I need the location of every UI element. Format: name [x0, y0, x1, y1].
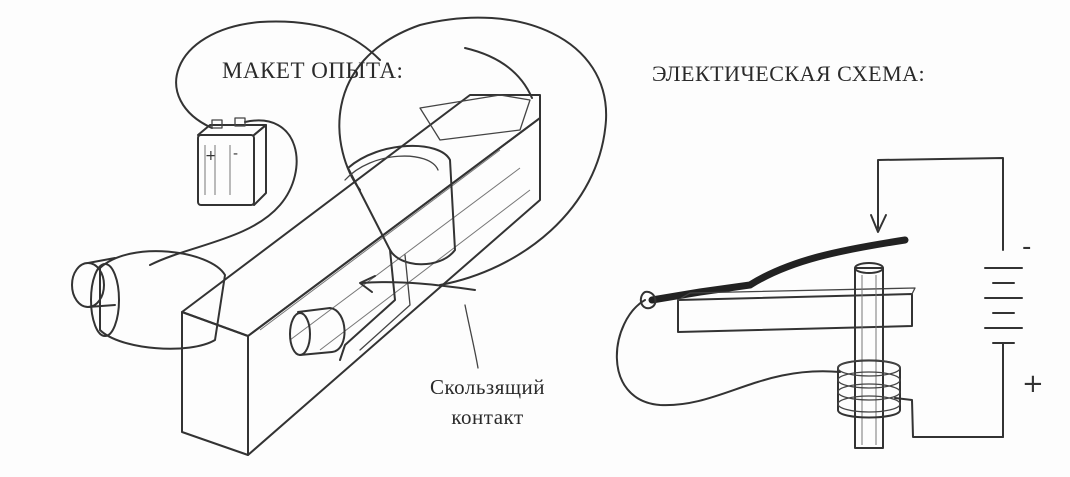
circuit-title: ЭЛЕКТИЧЕСКАЯ СХЕМА:: [652, 61, 926, 86]
battery-sketch: + -: [197, 117, 267, 206]
setup-sketch: + -: [71, 16, 608, 456]
cylinder-sketch: [289, 307, 346, 356]
circuit-wire-bottom: [894, 397, 1004, 438]
setup-wire-battery-right: [149, 119, 298, 266]
battery-minus-mark: -: [1022, 232, 1031, 262]
sliding-contact-label-line2: контакт: [451, 405, 524, 429]
circuit-diagram: - +: [615, 157, 1044, 449]
circuit-coil: [837, 359, 901, 419]
circuit-wire-loop: [615, 299, 841, 407]
setup-wire-loop: [338, 16, 608, 286]
battery-plus-mark: +: [1022, 369, 1044, 399]
circuit-battery: [984, 267, 1023, 438]
slider-sketch: [339, 144, 456, 361]
contact-pointer-line: [464, 304, 479, 369]
sliding-contact-label: Скользящий контакт: [430, 372, 545, 432]
beam-sketch: [181, 94, 541, 456]
svg-text:-: -: [233, 146, 238, 162]
circuit-wire-top: [877, 157, 1004, 251]
circuit-rod: [854, 262, 884, 449]
circuit-bar: [677, 287, 916, 333]
setup-wire-battery: [175, 20, 381, 129]
sliding-contact-label-line1: Скользящий: [430, 375, 546, 399]
svg-text:+: +: [205, 148, 217, 164]
setup-title: МАКЕТ ОПЫТА:: [222, 58, 404, 83]
circuit-lever: [648, 236, 909, 304]
setup-wire-top: [464, 47, 533, 99]
contact-arrow: [870, 214, 887, 233]
slide-arrow: [359, 275, 476, 293]
coil-drum-sketch: [71, 250, 226, 350]
